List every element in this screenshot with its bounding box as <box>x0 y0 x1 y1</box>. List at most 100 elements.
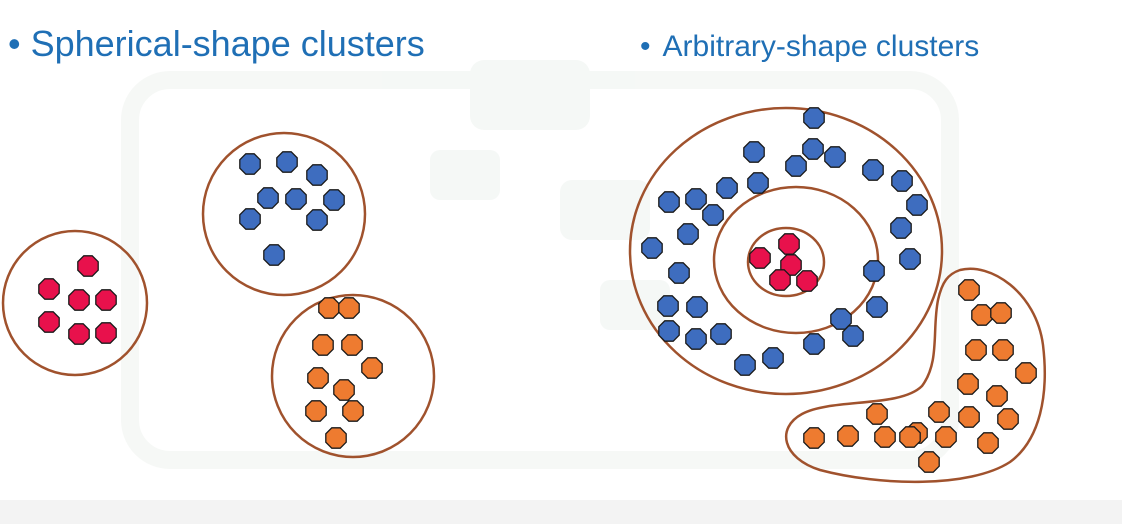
blue-point <box>890 217 912 239</box>
blue-point <box>306 164 328 186</box>
blue-point <box>285 188 307 210</box>
orange-point <box>333 379 355 401</box>
blue-point <box>710 323 732 345</box>
blue-point <box>306 209 328 231</box>
blue-point <box>906 194 928 216</box>
blue-point <box>239 153 261 175</box>
blue-point <box>842 325 864 347</box>
blue-point <box>276 151 298 173</box>
orange-point <box>338 297 360 319</box>
red-point <box>68 289 90 311</box>
orange-point <box>977 432 999 454</box>
blue-point <box>668 262 690 284</box>
red-point <box>77 255 99 277</box>
outer-ring-boundary <box>628 106 944 396</box>
red-point <box>796 270 818 292</box>
red-point <box>95 289 117 311</box>
core-cluster-boundary <box>746 226 826 298</box>
heading-spherical: •Spherical-shape clusters <box>8 26 425 62</box>
orange-point <box>318 297 340 319</box>
red-point <box>780 254 802 276</box>
orange-point <box>928 401 950 423</box>
blue-point <box>862 159 884 181</box>
orange-point <box>342 400 364 422</box>
orange-point <box>803 427 825 449</box>
blue-point <box>677 223 699 245</box>
heading-arbitrary-text: Arbitrary-shape clusters <box>662 30 980 63</box>
orange-point <box>305 400 327 422</box>
orange-point <box>918 451 940 473</box>
blue-point <box>899 248 921 270</box>
red-points <box>38 233 818 345</box>
orange-point <box>935 426 957 448</box>
blue-point <box>743 141 765 163</box>
red-point <box>68 323 90 345</box>
background-watermark <box>121 60 959 469</box>
blue-point <box>734 354 756 376</box>
orange-point <box>997 408 1019 430</box>
orange-point <box>957 373 979 395</box>
blue-point <box>239 208 261 230</box>
heading-spherical-text: Spherical-shape clusters <box>30 23 425 64</box>
points-layer <box>38 107 1037 473</box>
red-point <box>749 247 771 269</box>
blue-point <box>257 187 279 209</box>
orange-point <box>899 426 921 448</box>
blue-cluster-boundary <box>201 131 367 297</box>
blue-point <box>891 170 913 192</box>
orange-point <box>866 403 888 425</box>
blue-point <box>323 189 345 211</box>
orange-point <box>307 367 329 389</box>
spherical-boundaries <box>1 131 436 459</box>
blue-point <box>641 237 663 259</box>
blue-point <box>802 138 824 160</box>
blue-point <box>702 204 724 226</box>
blue-point <box>685 328 707 350</box>
arbitrary-boundaries <box>628 106 1046 484</box>
orange-point <box>971 304 993 326</box>
orange-point <box>1015 362 1037 384</box>
blue-point <box>803 107 825 129</box>
bullet-dot: • <box>8 23 21 64</box>
orange-point <box>341 334 363 356</box>
blue-point <box>658 320 680 342</box>
blue-point <box>866 296 888 318</box>
blue-point <box>263 244 285 266</box>
red-point <box>769 269 791 291</box>
blue-point <box>685 188 707 210</box>
blue-point <box>824 146 846 168</box>
blue-point <box>803 333 825 355</box>
orange-point <box>965 339 987 361</box>
blue-point <box>863 260 885 282</box>
blue-point <box>747 172 769 194</box>
heading-arbitrary: • Arbitrary-shape clusters <box>640 32 979 62</box>
blue-point <box>762 347 784 369</box>
blue-point <box>657 295 679 317</box>
orange-point <box>312 334 334 356</box>
orange-point <box>986 385 1008 407</box>
bullet-dot: • <box>640 30 651 63</box>
blue-point <box>686 296 708 318</box>
orange-point <box>958 279 980 301</box>
blue-points <box>239 107 928 376</box>
red-point <box>38 311 60 333</box>
bottom-band <box>0 500 1122 524</box>
blue-point <box>830 308 852 330</box>
blue-point <box>716 177 738 199</box>
blue-point <box>658 191 680 213</box>
orange-point <box>958 406 980 428</box>
orange-cluster-boundary <box>270 293 436 459</box>
inner-ring-boundary <box>712 185 880 335</box>
orange-point <box>325 427 347 449</box>
red-point <box>778 233 800 255</box>
orange-point <box>990 302 1012 324</box>
orange-points <box>305 279 1037 473</box>
red-cluster-boundary <box>1 229 149 377</box>
orange-point <box>361 357 383 379</box>
orange-point <box>874 426 896 448</box>
orange-point <box>837 425 859 447</box>
curved-cluster-boundary <box>784 267 1046 484</box>
blue-point <box>785 155 807 177</box>
